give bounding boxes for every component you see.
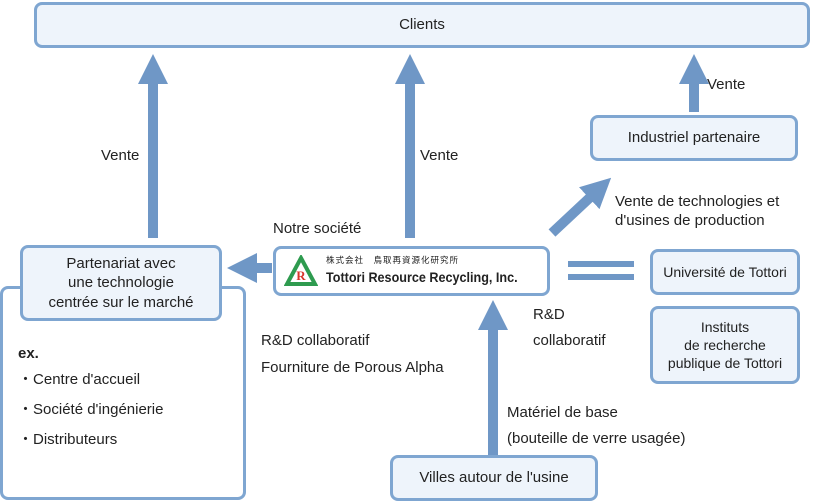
materiel-line1: Matériel de base [507, 404, 618, 421]
vente-left-label: Vente [101, 147, 140, 164]
rd-right-line2: collaboratif [533, 332, 606, 349]
materiel-line2: (bouteille de verre usagée) [507, 430, 686, 447]
rd-right-line1: R&D [533, 306, 565, 323]
industriel-partenaire-box: Industriel partenaire [590, 115, 798, 161]
rd-collaboratif-left-label: R&D collaboratif Fourniture de Porous Al… [261, 327, 444, 381]
rd-left-line2: Fourniture de Porous Alpha [261, 359, 444, 376]
example-item: Distributeurs [18, 428, 163, 449]
vente-technologies-label: Vente de technologies et d'usines de pro… [615, 193, 779, 231]
arrow-to-industriel [548, 177, 612, 237]
villes-box: Villes autour de l'usine [390, 455, 598, 501]
clients-box: Clients [34, 2, 810, 48]
materiel-label: Matériel de base (bouteille de verre usa… [507, 400, 685, 452]
examples-title: ex. [18, 345, 39, 362]
company-name-en: Tottori Resource Recycling, Inc. [326, 269, 518, 285]
logo-mark: R [296, 268, 306, 283]
rd-left-line1: R&D collaboratif [261, 332, 370, 349]
vente-center-label: Vente [420, 147, 459, 164]
company-logo-box: R 株式会社 鳥取再資源化研究所 Tottori Resource Recycl… [273, 246, 550, 296]
clients-label: Clients [399, 16, 445, 34]
universite-label: Université de Tottori [663, 263, 787, 280]
partenariat-box: Partenariat avec une technologie centrée… [20, 245, 222, 321]
instituts-line2: de recherche [684, 336, 766, 353]
company-name-jp: 株式会社 鳥取再資源化研究所 [326, 255, 460, 265]
notre-societe-label: Notre société [273, 220, 362, 237]
partenariat-line2: une technologie [68, 274, 174, 292]
instituts-box: Instituts de recherche publique de Totto… [650, 306, 800, 384]
example-item: Société d'ingénierie [18, 398, 163, 419]
partenariat-line3: centrée sur le marché [48, 293, 194, 311]
recycle-logo-icon: R [284, 255, 318, 286]
instituts-line1: Instituts [700, 318, 750, 335]
vente-right-label: Vente [707, 76, 746, 93]
examples-list: ex. Centre d'accueil Société d'ingénieri… [18, 345, 163, 458]
example-item: Centre d'accueil [18, 368, 163, 389]
industriel-label: Industriel partenaire [627, 129, 761, 147]
vente-tech-line2: d'usines de production [615, 211, 765, 229]
instituts-line3: publique de Tottori [667, 355, 783, 372]
vente-tech-line1: Vente de technologies et [615, 193, 780, 210]
partenariat-line1: Partenariat avec [66, 254, 176, 272]
universite-box: Université de Tottori [650, 249, 800, 295]
rd-collaboratif-right-label: R&D collaboratif [533, 302, 606, 354]
villes-label: Villes autour de l'usine [419, 469, 569, 487]
